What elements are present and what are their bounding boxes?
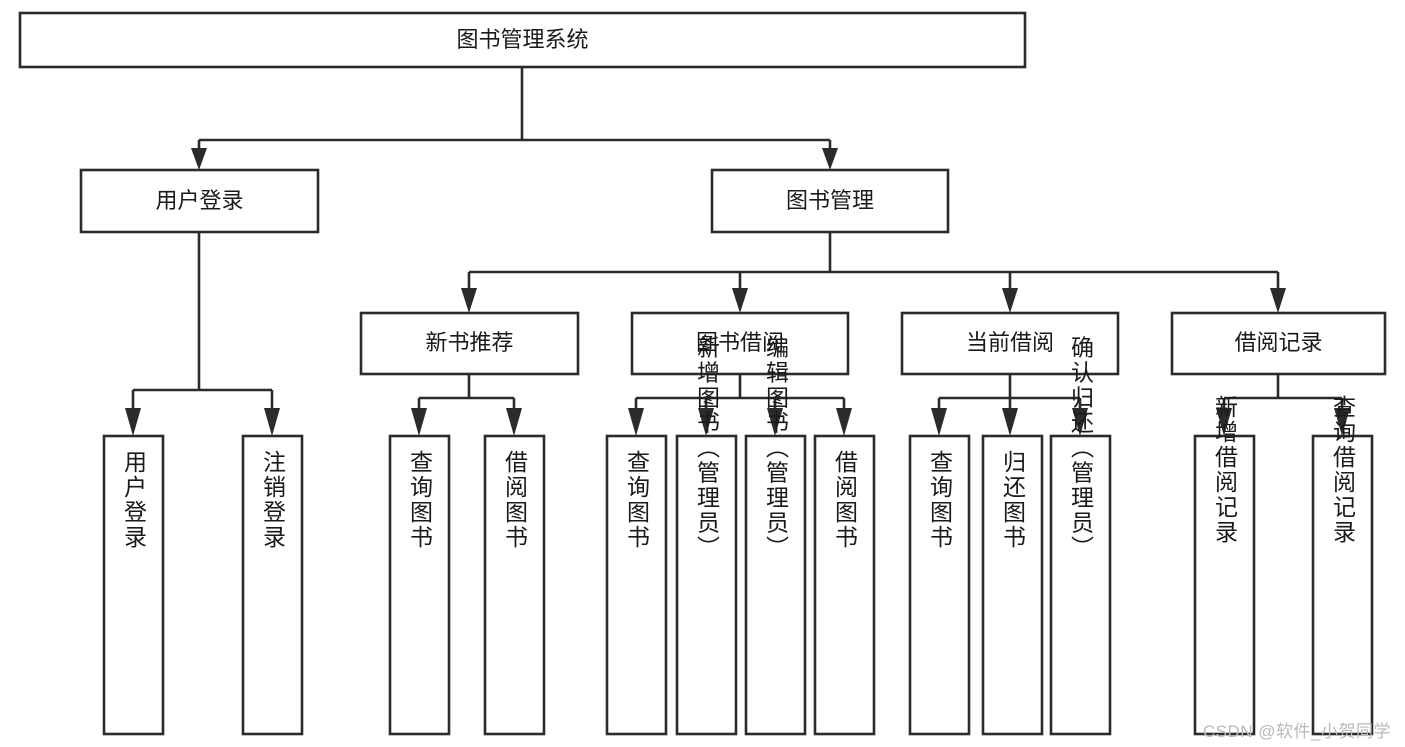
arrow-head-leaf-return-book <box>1002 408 1018 436</box>
node-leaf-return-book[interactable]: 归还图书 <box>981 434 1044 736</box>
node-leaf-query-books-rec-label: 查询图书 <box>407 450 434 550</box>
node-leaf-add-borrow-record[interactable]: 新增借阅记录 <box>1193 395 1256 736</box>
node-new-book-recommend-box[interactable] <box>359 311 580 376</box>
node-current-borrow[interactable]: 当前借阅 <box>900 311 1120 376</box>
node-book-borrow[interactable]: 图书借阅 <box>630 311 850 376</box>
node-user-login-label: 用户登录 <box>155 188 243 213</box>
node-leaf-add-book-admin[interactable]: 新增图书（管理员） <box>675 336 738 736</box>
node-new-book-recommend[interactable]: 新书推荐 <box>359 311 580 376</box>
arrow-head-leaf-logout-login <box>264 408 280 436</box>
node-leaf-user-login[interactable]: 用户登录 <box>102 434 165 736</box>
node-leaf-borrow-books-rec-box[interactable] <box>483 434 546 736</box>
arrow-head-book-borrow <box>732 288 748 313</box>
node-leaf-user-login-box[interactable] <box>102 434 165 736</box>
node-borrow-records-label: 借阅记录 <box>1234 330 1322 355</box>
node-borrow-records[interactable]: 借阅记录 <box>1170 311 1387 376</box>
node-borrow-records-box[interactable] <box>1170 311 1387 376</box>
node-leaf-query-books-rec[interactable]: 查询图书 <box>388 434 451 736</box>
arrow-head-leaf-query-borrow-record <box>1334 408 1350 436</box>
connector-book-borrow-to-leaves <box>628 374 852 436</box>
node-leaf-borrow-books-rec[interactable]: 借阅图书 <box>483 434 546 736</box>
arrow-head-leaf-query-books-rec <box>411 408 427 436</box>
connector-user-login-to-leaves <box>125 232 280 436</box>
node-book-borrow-label: 图书借阅 <box>696 330 784 355</box>
node-current-borrow-label: 当前借阅 <box>966 330 1054 355</box>
node-leaf-add-borrow-record-label: 新增借阅记录 <box>1212 395 1239 545</box>
node-leaf-add-book-admin-box[interactable] <box>675 434 738 736</box>
node-leaf-query-borrow-record[interactable]: 查询借阅记录 <box>1311 395 1374 736</box>
node-leaf-return-book-label: 归还图书 <box>1000 450 1027 550</box>
node-new-book-recommend-label: 新书推荐 <box>425 330 513 355</box>
node-leaf-borrow-book[interactable]: 借阅图书 <box>813 434 876 736</box>
node-leaf-logout-login[interactable]: 注销登录 <box>241 434 304 736</box>
node-leaf-query-borrow-record-box[interactable] <box>1311 434 1374 736</box>
node-root-box[interactable] <box>18 11 1027 69</box>
node-leaf-query-books-rec-box[interactable] <box>388 434 451 736</box>
node-leaf-add-book-admin-label: 新增图书（管理员） <box>694 336 721 561</box>
node-leaf-logout-login-label: 注销登录 <box>260 450 287 550</box>
node-leaf-confirm-return-admin-label: 确认归还（管理员） <box>1068 336 1095 561</box>
node-leaf-edit-book-admin[interactable]: 编辑图书（管理员） <box>744 336 807 736</box>
node-leaf-query-books-current[interactable]: 查询图书 <box>908 434 971 736</box>
node-leaf-borrow-books-rec-label: 借阅图书 <box>502 450 529 550</box>
node-current-borrow-box[interactable] <box>900 311 1120 376</box>
node-leaf-borrow-book-box[interactable] <box>813 434 876 736</box>
node-leaf-query-books-current-label: 查询图书 <box>927 450 954 550</box>
node-root[interactable]: 图书管理系统 <box>18 11 1027 69</box>
arrow-head-leaf-add-borrow-record <box>1216 408 1232 436</box>
node-leaf-add-borrow-record-box[interactable] <box>1193 434 1256 736</box>
connector-borrow-records-to-leaves <box>1216 374 1350 436</box>
node-leaf-query-books-borrow-label: 查询图书 <box>624 450 651 550</box>
node-leaf-edit-book-admin-label: 编辑图书（管理员） <box>763 336 790 561</box>
node-user-login[interactable]: 用户登录 <box>79 168 320 234</box>
node-leaf-query-books-current-box[interactable] <box>908 434 971 736</box>
node-root-label: 图书管理系统 <box>456 27 588 52</box>
node-book-borrow-box[interactable] <box>630 311 850 376</box>
node-user-login-box[interactable] <box>79 168 320 234</box>
arrow-head-leaf-confirm-return-admin <box>1072 408 1088 436</box>
node-leaf-confirm-return-admin[interactable]: 确认归还（管理员） <box>1049 336 1112 736</box>
node-leaf-borrow-book-label: 借阅图书 <box>832 450 859 550</box>
node-book-management[interactable]: 图书管理 <box>710 168 950 234</box>
node-book-management-box[interactable] <box>710 168 950 234</box>
node-leaf-query-books-borrow-box[interactable] <box>605 434 668 736</box>
arrow-head-leaf-edit-book-admin <box>767 408 783 436</box>
arrow-head-current-borrow <box>1002 288 1018 313</box>
arrow-head-leaf-add-book-admin <box>698 408 714 436</box>
connector-book-management-to-level3 <box>461 232 1286 313</box>
node-leaf-confirm-return-admin-box[interactable] <box>1049 434 1112 736</box>
node-leaf-return-book-box[interactable] <box>981 434 1044 736</box>
arrow-head-book-management <box>822 148 838 170</box>
arrow-head-new-book-recommend <box>461 288 477 313</box>
arrow-head-user-login <box>191 148 207 170</box>
arrow-head-leaf-borrow-books-rec <box>506 408 522 436</box>
node-leaf-query-borrow-record-label: 查询借阅记录 <box>1330 395 1357 545</box>
connector-new-book-recommend-to-leaves <box>411 374 522 436</box>
connector-root-to-level2 <box>191 67 838 170</box>
csdn-watermark: CSDN @软件_小贺同学 <box>1202 722 1391 741</box>
node-leaf-user-login-label: 用户登录 <box>121 450 148 550</box>
node-leaf-logout-login-box[interactable] <box>241 434 304 736</box>
arrow-head-borrow-records <box>1270 288 1286 313</box>
connector-current-borrow-to-leaves <box>931 374 1088 436</box>
node-leaf-query-books-borrow[interactable]: 查询图书 <box>605 434 668 736</box>
arrow-head-leaf-query-books-borrow <box>628 408 644 436</box>
arrow-head-leaf-borrow-book <box>836 408 852 436</box>
node-book-management-label: 图书管理 <box>786 188 874 213</box>
node-leaf-edit-book-admin-box[interactable] <box>744 434 807 736</box>
arrow-head-leaf-query-books-current <box>931 408 947 436</box>
arrow-head-leaf-user-login <box>125 408 141 436</box>
